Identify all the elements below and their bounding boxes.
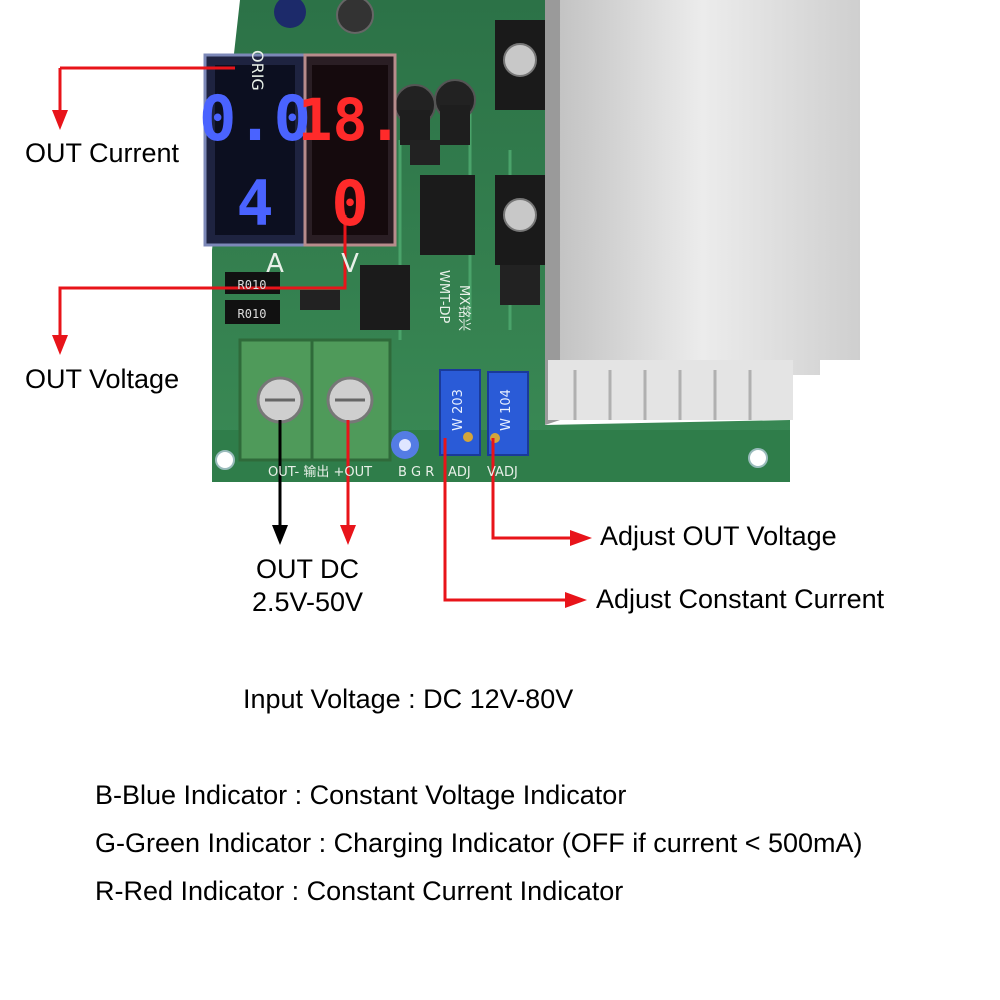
arrowhead-out-plus — [340, 525, 356, 545]
input-voltage-text: Input Voltage : DC 12V-80V — [243, 684, 574, 714]
silk-pot-voltage: W 104 — [499, 389, 514, 431]
silk-resistor-2: R010 — [238, 307, 267, 321]
label-adjust-voltage: Adjust OUT Voltage — [600, 521, 837, 551]
display-voltage-bottom: 0 — [331, 167, 368, 240]
label-out-dc-line1: OUT DC — [255, 554, 359, 584]
mount-hole-left — [215, 450, 235, 470]
transistor-screws — [495, 20, 545, 305]
arrow-adjust-current — [443, 438, 570, 602]
display-voltage-unit: V — [341, 249, 359, 279]
arrowhead-adjust-current — [565, 592, 587, 608]
legend-blue: B-Blue Indicator : Constant Voltage Indi… — [95, 780, 627, 810]
label-out-voltage: OUT Voltage — [25, 364, 180, 394]
display-current-bottom: 4 — [236, 167, 273, 240]
silk-terminals: OUT- 输出 +OUT — [268, 464, 372, 480]
display-voltage-top: 18. — [298, 86, 403, 154]
display-voltage-module — [303, 53, 397, 247]
heatsink — [545, 0, 860, 425]
legend-green: G-Green Indicator : Charging Indicator (… — [95, 828, 863, 858]
label-out-dc: OUT DC 2.5V-50V — [220, 556, 395, 616]
mount-hole-right — [748, 448, 768, 468]
display-current-unit: A — [266, 249, 284, 279]
label-adjust-current: Adjust Constant Current — [596, 584, 885, 614]
arrowhead-adjust-voltage — [570, 530, 592, 546]
silk-pot-current: W 203 — [451, 389, 466, 431]
legend-red: R-Red Indicator : Constant Current Indic… — [95, 876, 624, 906]
silk-orig: ORIG — [248, 50, 267, 91]
display-current-module — [203, 53, 307, 247]
arrow-out-voltage — [58, 215, 347, 345]
silk-model: WMT-DP — [436, 270, 451, 324]
indicator-led-glow — [391, 431, 419, 459]
silk-resistor-1: R010 — [238, 278, 267, 292]
ic-chips — [300, 140, 475, 330]
silk-indicators: B G R — [398, 465, 434, 480]
arrowhead-out-current — [52, 110, 68, 130]
arrowhead-out-voltage — [52, 335, 68, 355]
terminal-block — [238, 338, 392, 462]
display-current-top: 0.0 — [199, 82, 311, 155]
arrow-adjust-voltage — [491, 438, 575, 540]
label-out-dc-line2: 2.5V-50V — [251, 587, 364, 617]
silk-brand: MX铭兴 — [456, 285, 471, 331]
label-out-current: OUT Current — [25, 138, 180, 168]
silk-adj-current: ADJ — [448, 465, 471, 480]
potentiometer-current — [439, 369, 481, 456]
arrowhead-out-minus — [272, 525, 288, 545]
capacitors — [274, 0, 476, 145]
silk-adj-voltage: VADJ — [487, 465, 518, 480]
